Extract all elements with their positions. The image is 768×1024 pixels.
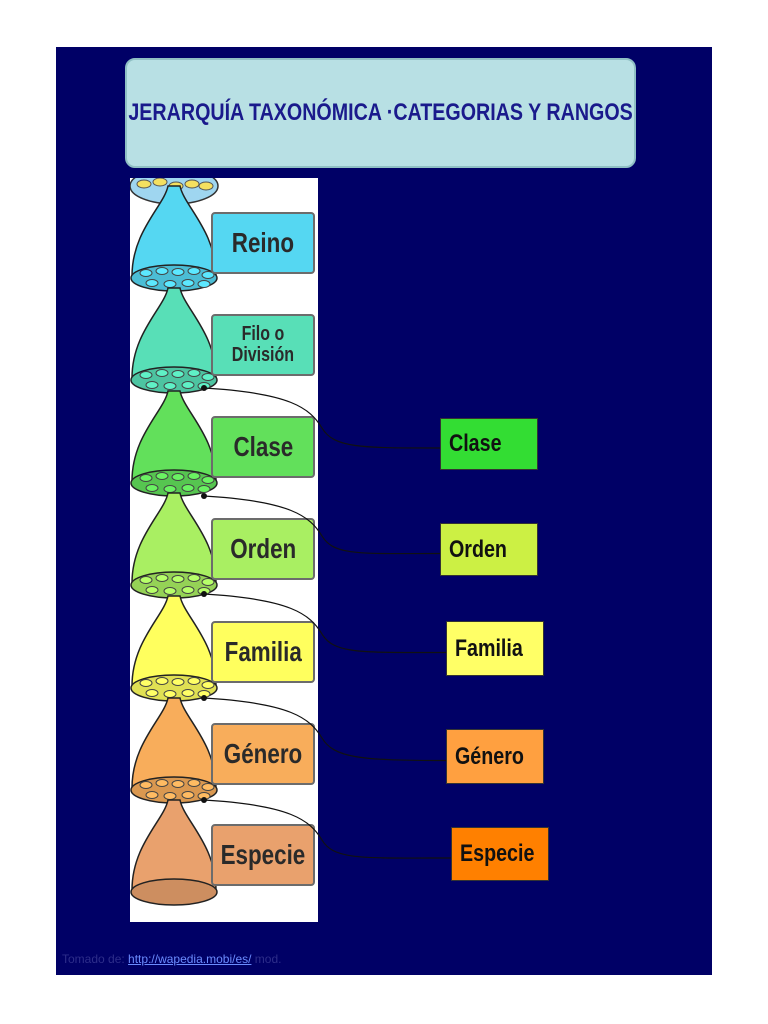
slide-title: JERARQUÍA TAXONÓMICA ·CATEGORIAS Y RANGO…: [128, 99, 633, 126]
rank-label-text: Familia: [224, 636, 302, 668]
organism-dot: [187, 677, 201, 685]
source-prefix: Tomado de:: [62, 952, 129, 966]
organism-dot: [171, 268, 185, 276]
organism-dot: [145, 484, 159, 492]
rank-label-text: Especie: [220, 839, 306, 871]
rank-label-5: Familia: [211, 621, 315, 683]
callout-familia: Familia: [446, 621, 544, 676]
connector-line-1: [203, 387, 441, 449]
connector-dot: [201, 591, 207, 597]
callout-text: Familia: [455, 634, 523, 662]
organism-dot: [155, 472, 169, 480]
connector-line-5: [203, 799, 452, 859]
organism-dot: [197, 280, 211, 288]
organism-dot: [139, 576, 153, 584]
organism-dot: [201, 578, 215, 586]
organism-dot: [187, 574, 201, 582]
source-suffix: mod.: [251, 952, 282, 966]
callout-género: Género: [446, 729, 544, 784]
organism-dot: [145, 791, 159, 799]
organism-dot: [155, 369, 169, 377]
organism-dot: [155, 267, 169, 275]
organism-dot: [201, 783, 215, 791]
source-link[interactable]: http://wapedia.mobi/es/: [128, 952, 252, 966]
organism-dot: [201, 271, 215, 279]
connector-dot: [201, 493, 207, 499]
organism-dot: [139, 474, 153, 482]
title-box: JERARQUÍA TAXONÓMICA ·CATEGORIAS Y RANGO…: [125, 58, 636, 168]
organism-dot: [145, 689, 159, 697]
callout-clase: Clase: [440, 418, 538, 470]
organism-dot: [201, 373, 215, 381]
pyramid-disc-7: [130, 878, 218, 906]
organism-dot: [163, 382, 177, 390]
connector-line-4: [203, 697, 447, 762]
organism-dot: [198, 181, 214, 191]
organism-dot: [181, 381, 195, 389]
callout-orden: Orden: [440, 523, 538, 576]
organism-dot: [145, 586, 159, 594]
organism-dot: [197, 485, 211, 493]
connector-dot: [201, 385, 207, 391]
rank-label-text: Clase: [233, 431, 293, 463]
organism-dot: [155, 574, 169, 582]
rank-label-1: Reino: [211, 212, 315, 274]
organism-dot: [181, 689, 195, 697]
organism-dot: [136, 179, 152, 189]
organism-dot: [187, 472, 201, 480]
rank-label-4: Orden: [211, 518, 315, 580]
connector-dot: [201, 695, 207, 701]
organism-dot: [155, 779, 169, 787]
organism-dot: [139, 371, 153, 379]
organism-dot: [187, 369, 201, 377]
organism-dot: [145, 279, 159, 287]
organism-dot: [139, 781, 153, 789]
organism-dot: [139, 679, 153, 687]
organism-dot: [184, 179, 200, 189]
source-credit: Tomado de: http://wapedia.mobi/es/ mod.: [62, 952, 281, 966]
organism-dot: [163, 587, 177, 595]
connector-dot: [201, 797, 207, 803]
rank-label-3: Clase: [211, 416, 315, 478]
organism-dot: [171, 780, 185, 788]
rank-label-6: Género: [211, 723, 315, 785]
organism-dot: [181, 484, 195, 492]
organism-dot: [145, 381, 159, 389]
callout-text: Especie: [460, 840, 535, 867]
organism-dot: [155, 677, 169, 685]
organism-dot: [187, 267, 201, 275]
rank-label-text: Reino: [231, 227, 295, 259]
rank-label-text: Orden: [230, 533, 296, 565]
organism-dot: [152, 177, 168, 187]
connector-line-3: [203, 593, 447, 654]
callout-especie: Especie: [451, 827, 549, 881]
callout-text: Orden: [449, 535, 507, 563]
callout-text: Clase: [449, 430, 502, 457]
organism-dot: [139, 269, 153, 277]
organism-dot: [187, 779, 201, 787]
organism-dot: [201, 681, 215, 689]
connector-line-2: [203, 495, 441, 555]
organism-dot: [171, 473, 185, 481]
rank-label-text: Género: [223, 738, 303, 770]
organism-dot: [181, 586, 195, 594]
rank-label-7: Especie: [211, 824, 315, 886]
organism-dot: [171, 370, 185, 378]
callout-text: Género: [455, 742, 524, 770]
organism-dot: [201, 476, 215, 484]
organism-dot: [181, 279, 195, 287]
organism-dot: [171, 575, 185, 583]
organism-dot: [181, 791, 195, 799]
organism-dot: [171, 678, 185, 686]
